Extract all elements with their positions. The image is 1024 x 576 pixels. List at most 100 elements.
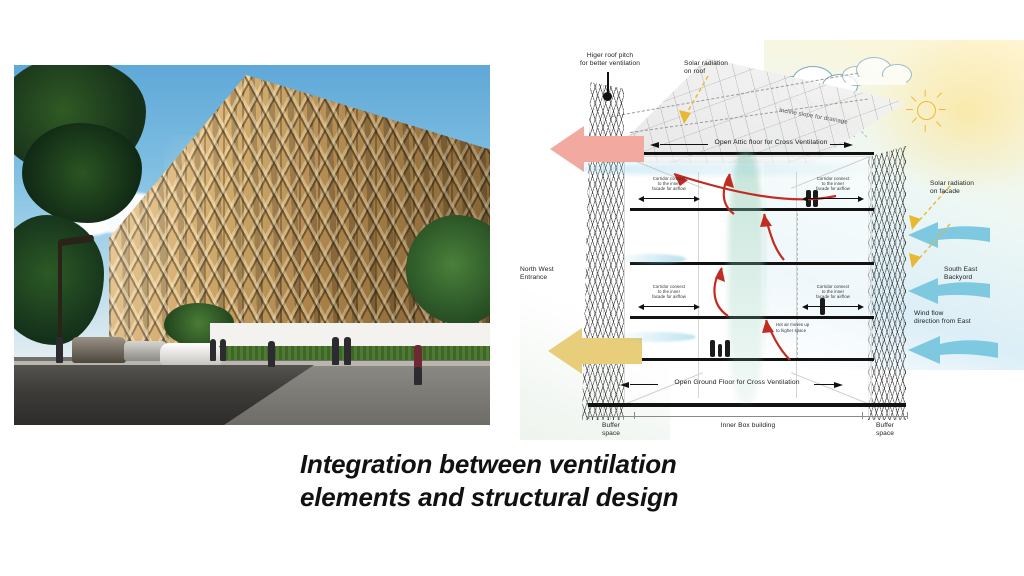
buffer-space-right-label: Buffer space [862, 422, 908, 439]
south-east-backyard-label-line-1: South East [944, 266, 978, 273]
interior-figure [718, 344, 722, 357]
corridor-label-line-2: to the inner [657, 181, 681, 186]
hot-air-arrow-level2 [760, 213, 785, 261]
slab-level-2 [630, 262, 874, 265]
buffer-left-line-1: Buffer [601, 422, 621, 429]
corridor-annotation-lower-right: Corridor connect to the inner facade for… [802, 284, 864, 314]
corridor-label-line-2: to the inner [821, 181, 845, 186]
hot-air-annotation: Hot air moves up to higher space [776, 322, 856, 340]
corridor-label-line-3: facade for airflow [816, 186, 850, 191]
architectural-render-photo [14, 65, 490, 425]
corridor-label-line-3: facade for airflow [652, 294, 686, 299]
slab-base [588, 403, 906, 407]
wind-flow-annotation: Wind flow direction from East [914, 310, 1010, 327]
solar-facade-label-line-1: Solar radiation [930, 180, 975, 187]
core-edge [698, 172, 699, 398]
pedestrian-legs [414, 367, 422, 385]
corridor-annotation-upper-right: Corridor connect to the inner facade for… [802, 176, 864, 206]
north-west-entrance-annotation: North West Entrance [520, 266, 584, 283]
interior-figure [725, 340, 730, 357]
pedestrian [210, 339, 216, 361]
hot-air-arrow-level1 [713, 267, 729, 317]
caption-line-1: Integration between ventilation [300, 449, 677, 479]
slab-ground [630, 358, 874, 361]
buffer-right-line-2: space [875, 430, 895, 438]
corridor-label-line-3: facade for airflow [652, 186, 686, 191]
roof-pitch-dot [603, 92, 612, 101]
open-attic-label: Open Attic floor for Cross Ventilation [714, 139, 828, 146]
buffer-right-line-1: Buffer [875, 422, 895, 429]
inner-box-label: Inner Box building [720, 422, 776, 429]
kerb-line [14, 361, 490, 366]
hot-air-label-line-2: to higher space [776, 328, 807, 333]
solar-roof-annotation: Solar radiation on roof [684, 60, 794, 77]
solar-facade-arrow-1 [909, 185, 951, 230]
slab-level-3 [630, 208, 874, 211]
solar-facade-label-line-2: on facade [930, 188, 960, 196]
corridor-label-line-1: Corridor connect [816, 176, 850, 181]
roof-pitch-label-line-2: for better ventilation [579, 60, 641, 68]
tree-canopy [22, 123, 142, 223]
pedestrian [268, 341, 275, 367]
right-facade-lattice [868, 146, 906, 420]
cloud-icon [838, 54, 918, 90]
corridor-annotation-upper-left: Corridor connect to the inner facade for… [638, 176, 700, 206]
open-ground-label: Open Ground Floor for Cross Ventilation [674, 379, 800, 386]
wind-arrow-middle [908, 278, 990, 304]
slab-attic [630, 152, 874, 155]
solar-facade-annotation: Solar radiation on facade [930, 180, 1020, 197]
hot-air-arrow-level3 [722, 173, 735, 215]
north-west-entrance-label-line-1: North West [520, 266, 554, 273]
solar-facade-arrow-2 [909, 223, 951, 268]
solar-roof-arrow [679, 75, 709, 124]
wind-flow-label-line-2: direction from East [914, 318, 971, 326]
solar-roof-label-line-1: Solar radiation [684, 60, 729, 67]
pedestrian [344, 337, 351, 365]
interior-draught [616, 254, 686, 264]
roof-pitch-leader [607, 72, 609, 96]
corridor-label-line-3: facade for airflow [816, 294, 850, 299]
sun-icon [904, 88, 948, 132]
slide-caption: Integration between ventilation elements… [300, 448, 730, 514]
open-ground-annotation: Open Ground Floor for Cross Ventilation [618, 378, 846, 390]
dimension-strip: Buffer space Inner Box building Buffer s… [588, 412, 908, 442]
corridor-annotation-lower-left: Corridor connect to the inner facade for… [638, 284, 700, 314]
pedestrian [220, 339, 226, 361]
wind-arrow-lower [908, 336, 998, 364]
pedestrian [332, 337, 339, 365]
corridor-label-line-2: to the inner [821, 289, 845, 294]
hot-air-label-line-1: Hot air moves up [776, 322, 810, 327]
wind-arrow-upper [908, 222, 990, 248]
core-edge [796, 172, 797, 398]
south-east-backyard-annotation: South East Backyord [944, 266, 1022, 283]
pedestrian [56, 337, 63, 363]
interior-draught [616, 332, 696, 342]
slab-level-1 [630, 316, 874, 319]
lamp-post [58, 241, 62, 381]
pedestrian [414, 345, 422, 375]
ventilation-section-diagram: Open Attic floor for Cross Ventilation O… [520, 40, 1024, 440]
vehicle [160, 343, 222, 365]
vehicle [124, 341, 168, 361]
caption-line-2: elements and structural design [300, 482, 679, 512]
south-east-backyard-label-line-2: Backyord [944, 274, 973, 282]
north-west-entrance-label-line-2: Entrance [520, 274, 548, 282]
exhaust-arrow-top [550, 126, 644, 172]
hot-air-arrow-ground [762, 319, 791, 361]
buffer-space-left-label: Buffer space [588, 422, 634, 439]
corridor-label-line-2: to the inner [657, 289, 681, 294]
exhaust-arrow-bottom [548, 328, 642, 374]
solar-roof-label-line-2: on roof [684, 68, 706, 76]
interior-figure [710, 340, 715, 357]
wind-flow-label-line-1: Wind flow [914, 310, 944, 317]
corridor-label-line-1: Corridor connect [816, 284, 850, 289]
corridor-label-line-1: Corridor connect [652, 176, 686, 181]
roof-pitch-annotation: Higer roof pitch for better ventilation [560, 52, 660, 69]
buffer-left-line-2: space [601, 430, 621, 438]
vehicle [72, 337, 126, 363]
open-attic-annotation: Open Attic floor for Cross Ventilation [648, 138, 854, 150]
roof-pitch-label-line-1: Higer roof pitch [586, 52, 634, 59]
interior-draught [580, 162, 900, 176]
corridor-label-line-1: Corridor connect [652, 284, 686, 289]
tree-canopy [406, 215, 490, 325]
